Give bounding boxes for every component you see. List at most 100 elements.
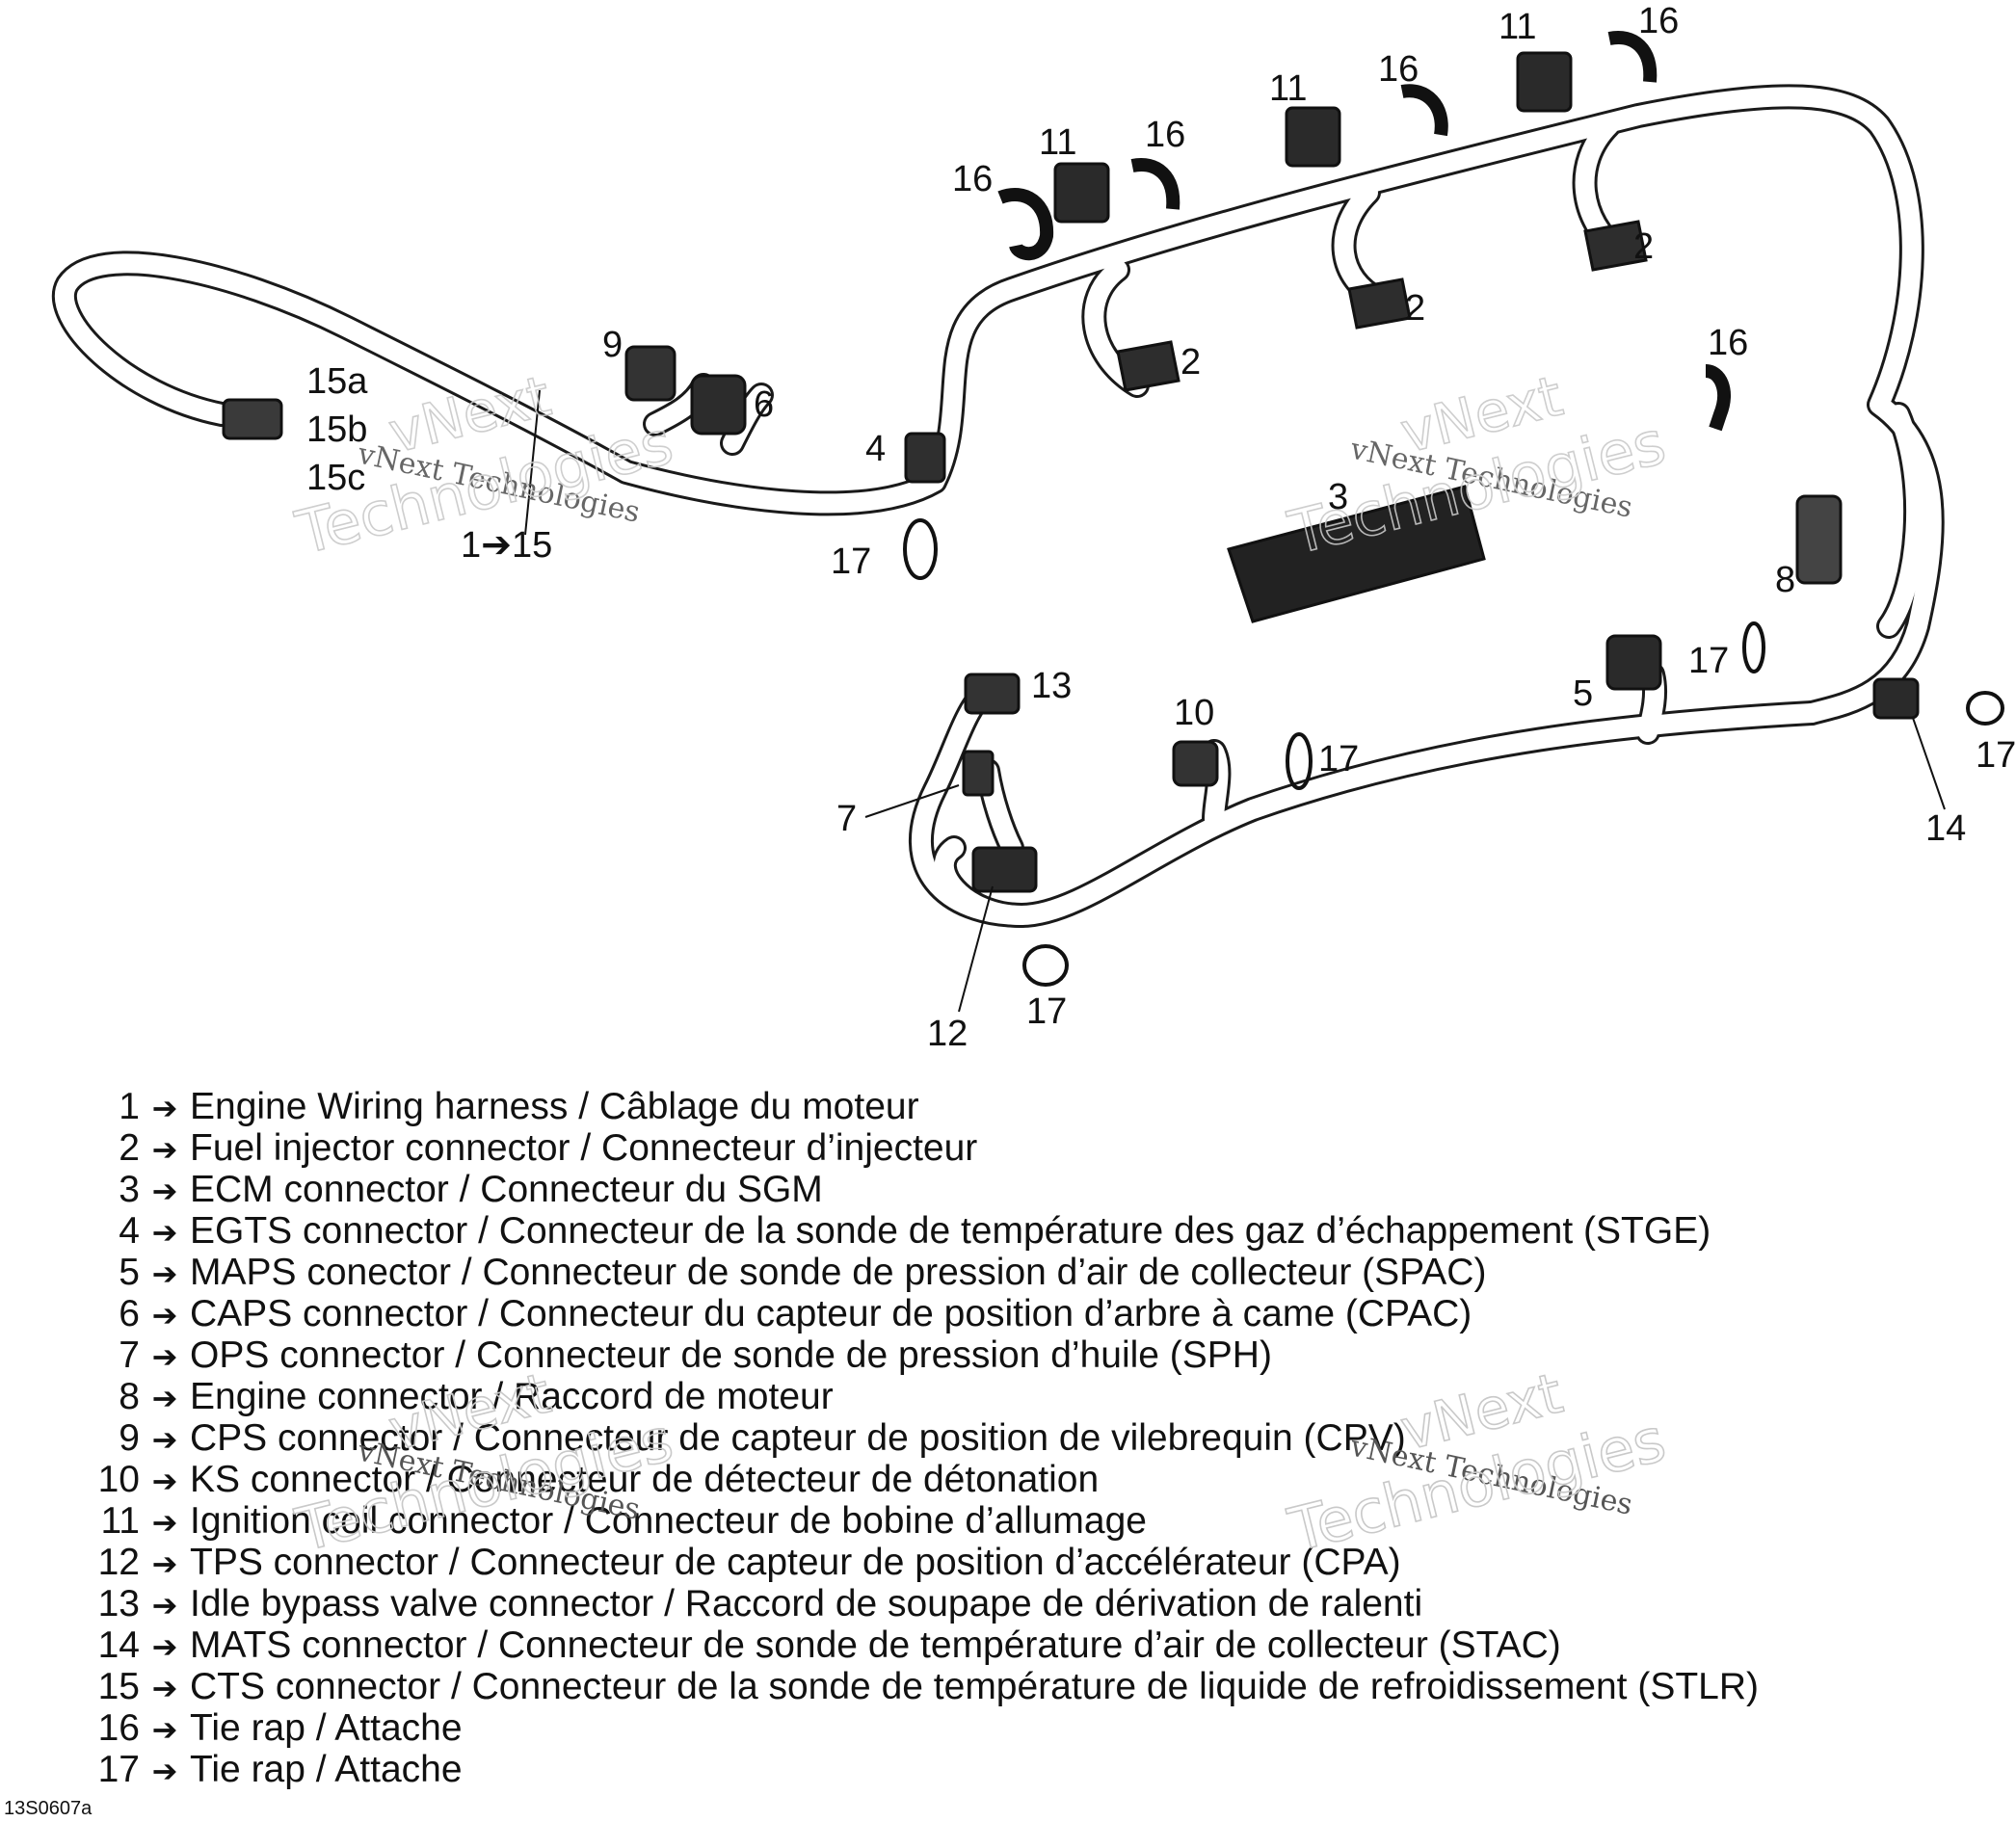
legend-item: 3➔ECM connector / Connecteur du SGM bbox=[67, 1170, 1995, 1211]
legend-item-text: EGTS connector / Connecteur de la sonde … bbox=[190, 1210, 1711, 1252]
tie-rap-icon bbox=[903, 518, 938, 580]
callout-17-c: 17 bbox=[1976, 735, 2016, 776]
connectors bbox=[222, 51, 1920, 893]
legend-item: 17 ➔ Tie rap / Attache bbox=[67, 1750, 1995, 1791]
arrow-icon: ➔ bbox=[151, 1546, 178, 1581]
legend-item-text: Ignition coil connector / Connecteur de … bbox=[190, 1500, 1147, 1542]
arrow-icon: ➔ bbox=[151, 1215, 178, 1250]
arrow-icon: ➔ bbox=[151, 1256, 178, 1291]
arrow-icon: ➔ bbox=[151, 1422, 178, 1457]
callout-16-b: 16 bbox=[1145, 115, 1185, 155]
callout-2-a: 2 bbox=[1180, 342, 1201, 383]
legend-item-number: 5 bbox=[119, 1252, 140, 1293]
legend-item-number: 6 bbox=[119, 1293, 140, 1334]
fuel-injector-connector bbox=[1347, 277, 1412, 330]
legend-item-number: 16 bbox=[97, 1707, 140, 1749]
legend-item-text: Engine connector / Raccord de moteur bbox=[190, 1376, 834, 1417]
callout-14: 14 bbox=[1925, 808, 1966, 849]
callout-11-c: 11 bbox=[1499, 7, 1536, 47]
legend-item: 6➔CAPS connector / Connecteur du capteur… bbox=[67, 1294, 1995, 1335]
caps-connector bbox=[690, 374, 747, 436]
tie-rap-icon bbox=[1966, 691, 2004, 726]
arrow-icon: ➔ bbox=[151, 1464, 178, 1498]
tie-rap-icon bbox=[1022, 944, 1069, 987]
legend-item-number: 7 bbox=[119, 1334, 140, 1376]
maps-connector bbox=[1605, 634, 1662, 691]
idle-bypass-valve-connector bbox=[964, 673, 1021, 715]
legend-item: 11➔Ignition coil connector / Connecteur … bbox=[67, 1501, 1995, 1543]
tie-rap-icon bbox=[1704, 364, 1731, 432]
ignition-coil-connector bbox=[1053, 162, 1110, 224]
legend-item-text: TPS connector / Connecteur de capteur de… bbox=[190, 1542, 1401, 1583]
callout-3: 3 bbox=[1328, 477, 1348, 517]
legend-item-text: Idle bypass valve connector / Raccord de… bbox=[190, 1583, 1423, 1624]
legend-item: 13➔Idle bypass valve connector / Raccord… bbox=[67, 1584, 1995, 1625]
callout-10: 10 bbox=[1174, 693, 1214, 733]
legend-item-text: MAPS conector / Connecteur de sonde de p… bbox=[190, 1252, 1487, 1293]
cps-connector bbox=[624, 345, 676, 402]
cts-connector bbox=[222, 398, 283, 440]
callout-8: 8 bbox=[1775, 560, 1795, 600]
legend-item-number: 8 bbox=[119, 1376, 140, 1417]
callout-15b: 15b bbox=[306, 409, 367, 450]
ops-connector bbox=[962, 750, 995, 797]
callout-7: 7 bbox=[836, 799, 857, 839]
legend-item-text: Tie rap / Attache bbox=[190, 1749, 463, 1790]
callout-labels: 15a 15b 15c 1➔15 9 6 4 17 16 11 16 2 11 … bbox=[306, 1, 2016, 1054]
callout-2-c: 2 bbox=[1633, 226, 1654, 267]
egts-connector bbox=[904, 432, 946, 484]
figure-code: 13S0607a bbox=[4, 1798, 93, 1819]
callout-5: 5 bbox=[1573, 673, 1593, 714]
fuel-injector-connector bbox=[1583, 220, 1648, 272]
legend-item-text: CTS connector / Connecteur de la sonde d… bbox=[190, 1666, 1760, 1707]
tie-rap-icon bbox=[1400, 84, 1448, 137]
legend-item: 1➔Engine Wiring harness / Câblage du mot… bbox=[67, 1087, 1995, 1128]
tie-rap-icon bbox=[1286, 732, 1313, 790]
callout-17-b: 17 bbox=[1688, 641, 1729, 681]
legend-item-number: 2 bbox=[119, 1127, 140, 1169]
legend-item-text: CAPS connector / Connecteur du capteur d… bbox=[190, 1293, 1472, 1334]
legend-item-text: MATS connector / Connecteur de sonde de … bbox=[190, 1624, 1561, 1666]
legend-item: 12➔TPS connector / Connecteur de capteur… bbox=[67, 1543, 1995, 1584]
callout-12: 12 bbox=[927, 1014, 968, 1054]
callout-4: 4 bbox=[865, 429, 886, 469]
callout-15c: 15c bbox=[306, 458, 365, 498]
callout-2-b: 2 bbox=[1405, 288, 1425, 329]
tie-rap-icon bbox=[1130, 158, 1180, 210]
wiring-harness-diagram: 15a 15b 15c 1➔15 9 6 4 17 16 11 16 2 11 … bbox=[52, 1, 2016, 1054]
callout-6: 6 bbox=[754, 384, 774, 425]
callout-17-a: 17 bbox=[831, 541, 871, 582]
legend-item: 16➔Tie rap / Attache bbox=[67, 1708, 1995, 1750]
legend-item-text: ECM connector / Connecteur du SGM bbox=[190, 1169, 823, 1210]
arrow-icon: ➔ bbox=[151, 1712, 178, 1747]
legend-item-number: 14 bbox=[97, 1624, 140, 1666]
callout-16-d: 16 bbox=[1638, 1, 1679, 41]
ecm-connector bbox=[1227, 485, 1486, 623]
legend-item-text: CPS connector / Connecteur de capteur de… bbox=[190, 1417, 1406, 1459]
leader-lines bbox=[524, 389, 1946, 1013]
tie-rap-icon bbox=[1607, 31, 1658, 83]
legend-item-number: 17 bbox=[97, 1749, 140, 1790]
arrow-icon: ➔ bbox=[151, 1754, 178, 1788]
legend-item: 10➔KS connector / Connecteur de détecteu… bbox=[67, 1460, 1995, 1501]
callout-16-c: 16 bbox=[1378, 49, 1419, 90]
legend-item: 9➔CPS connector / Connecteur de capteur … bbox=[67, 1418, 1995, 1460]
arrow-icon: ➔ bbox=[151, 1588, 178, 1623]
callout-13: 13 bbox=[1031, 666, 1072, 706]
arrow-icon: ➔ bbox=[151, 1339, 178, 1374]
legend-item-text: KS connector / Connecteur de détecteur d… bbox=[190, 1459, 1100, 1500]
legend-item: 7➔OPS connector / Connecteur de sonde de… bbox=[67, 1335, 1995, 1377]
engine-connector bbox=[1795, 494, 1843, 585]
legend-item-number: 1 bbox=[119, 1086, 140, 1127]
callout-9: 9 bbox=[602, 325, 623, 365]
tie-rap-icon bbox=[1742, 621, 1765, 673]
ignition-coil-connector bbox=[1285, 106, 1341, 168]
arrow-icon: ➔ bbox=[151, 1629, 178, 1664]
callout-16-e: 16 bbox=[1708, 323, 1748, 363]
arrow-icon: ➔ bbox=[151, 1132, 178, 1167]
arrow-icon: ➔ bbox=[151, 1505, 178, 1540]
tie-raps bbox=[903, 31, 2004, 987]
callout-17-e: 17 bbox=[1026, 991, 1067, 1032]
callout-1-to-15: 1➔15 bbox=[461, 525, 552, 566]
legend-item-number: 3 bbox=[119, 1169, 140, 1210]
